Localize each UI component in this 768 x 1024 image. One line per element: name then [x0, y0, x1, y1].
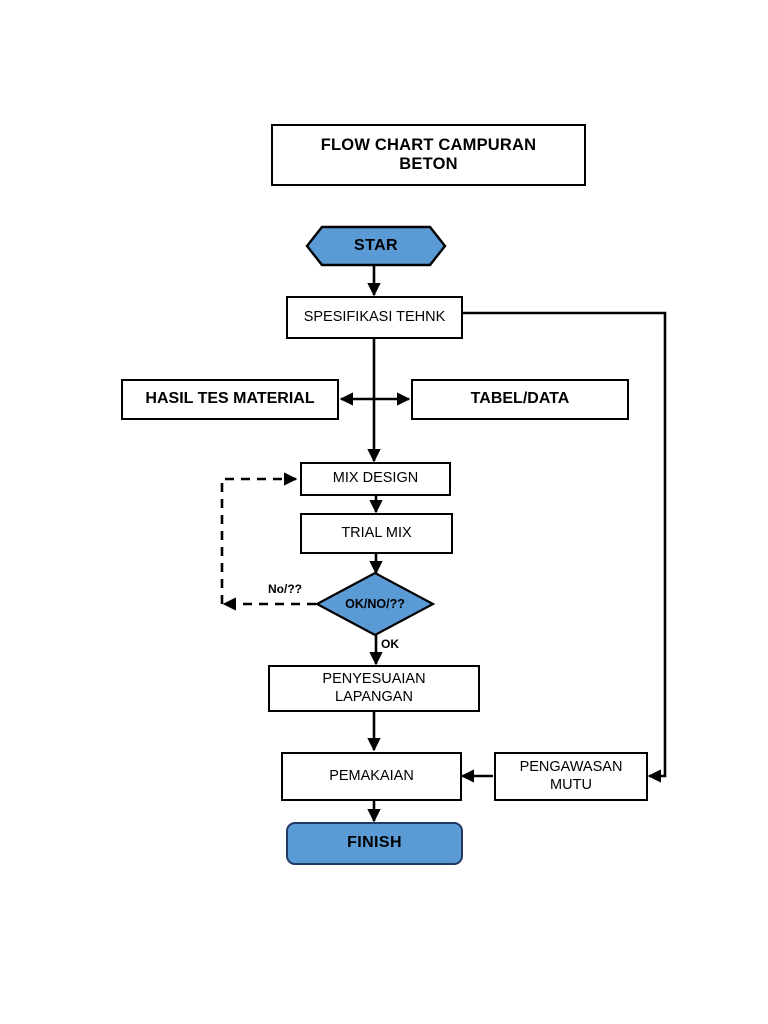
- decision-node-label: OK/NO/??: [345, 596, 405, 611]
- process-tabel-data-label: TABEL/DATA: [470, 390, 570, 408]
- start-node-label-wrap: STAR: [306, 226, 446, 266]
- process-spesifikasi-tehnk: SPESIFIKASI TEHNK: [286, 296, 463, 339]
- start-node-label: STAR: [354, 236, 398, 254]
- end-node-finish: FINISH: [286, 822, 463, 865]
- process-pemakaian-label: PEMAKAIAN: [329, 767, 414, 784]
- process-trial-mix: TRIAL MIX: [300, 513, 453, 554]
- process-pengawasan-mutu: PENGAWASAN MUTU: [494, 752, 648, 801]
- edge-label-ok-branch: OK: [381, 637, 399, 651]
- end-node-finish-label: FINISH: [347, 834, 402, 852]
- flowchart-title-text: FLOW CHART CAMPURAN BETON: [320, 135, 537, 173]
- edge-spesifikasi-to-pengawasan-rail: [463, 311, 667, 783]
- process-mix-design-label: MIX DESIGN: [332, 470, 419, 487]
- process-penyesuaian-lapangan: PENYESUAIAN LAPANGAN: [268, 665, 480, 712]
- process-pemakaian: PEMAKAIAN: [281, 752, 462, 801]
- process-tabel-data: TABEL/DATA: [411, 379, 629, 420]
- decision-node-diamond: [314, 571, 436, 637]
- start-node-hexagon: [305, 225, 447, 267]
- process-hasil-tes-material-label: HASIL TES MATERIAL: [145, 390, 315, 408]
- flowchart-title-box: FLOW CHART CAMPURAN BETON: [271, 124, 586, 186]
- decision-node-label-wrap: OK/NO/??: [316, 572, 434, 636]
- edge-label-no-branch-text: No/??: [268, 582, 302, 596]
- process-mix-design: MIX DESIGN: [300, 462, 451, 496]
- process-hasil-tes-material: HASIL TES MATERIAL: [121, 379, 339, 420]
- process-penyesuaian-lapangan-label: PENYESUAIAN LAPANGAN: [322, 671, 426, 705]
- edge-label-ok-branch-text: OK: [381, 637, 399, 651]
- process-pengawasan-mutu-label: PENGAWASAN MUTU: [519, 759, 623, 793]
- process-spesifikasi-tehnk-label: SPESIFIKASI TEHNK: [303, 308, 446, 325]
- process-trial-mix-label: TRIAL MIX: [341, 524, 412, 541]
- edge-label-no-branch: No/??: [268, 582, 302, 596]
